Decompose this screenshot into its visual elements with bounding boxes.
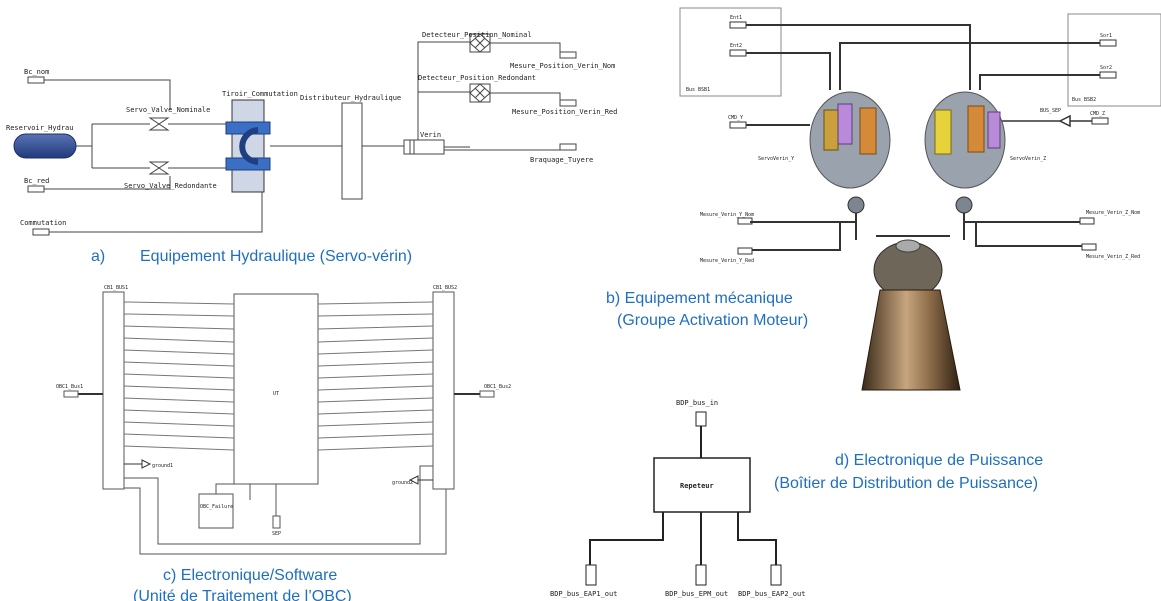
label-bus-bsb2: Bus BSB2	[1072, 97, 1096, 103]
port-cmd-z	[1092, 118, 1108, 124]
braquage-port	[560, 144, 576, 150]
caption-a-letter: a)	[91, 248, 105, 265]
tiroir-commutation	[232, 100, 264, 192]
label-det-nominal: Detecteur_Position_Nominal	[422, 31, 532, 39]
caption-c-line1: c) Electronique/Software	[163, 567, 337, 584]
label-tiroir: Tiroir_Commutation	[222, 90, 298, 98]
bdp-out2-port	[696, 565, 706, 585]
reservoir-tank	[14, 134, 76, 158]
bdp-out1-port	[586, 565, 596, 585]
panel-a-hydraulique	[14, 34, 576, 235]
label-cb1-bus1: CB1_BUS1	[104, 285, 128, 291]
panel-c-electronique	[64, 292, 494, 554]
label-cb1-bus2: CB1_BUS2	[433, 285, 457, 291]
label-mesure-red: Mesure_Position_Verin_Red	[512, 108, 617, 116]
label-bus-sep: BUS_SEP	[1040, 108, 1061, 114]
caption-d-line1: d) Electronique de Puissance	[835, 452, 1043, 469]
caption-c-line2: (Unité de Traitement de l’OBC)	[133, 588, 352, 601]
port-ent2	[730, 50, 746, 56]
label-det-redondant: Detecteur_Position_Redondant	[418, 74, 536, 82]
port-cmd-y	[730, 122, 746, 128]
label-servo-nominale: Servo_Valve_Nominale	[126, 106, 210, 114]
label-ent1: Ent1	[730, 15, 742, 21]
obc1-bus2-port	[480, 391, 494, 397]
servo-valve-nominale	[150, 118, 168, 130]
label-ent2: Ent2	[730, 43, 742, 49]
label-ground2: ground2	[392, 480, 413, 486]
caption-b-line2: (Groupe Activation Moteur)	[617, 312, 808, 329]
mesure-nom-port	[560, 52, 576, 58]
port-sor2	[1100, 72, 1116, 78]
servo-valve-redondante	[150, 162, 168, 174]
label-reservoir: Reservoir_Hydrau	[6, 124, 73, 132]
cb1-bus1-block	[103, 292, 124, 489]
caption-a: Equipement Hydraulique (Servo-vérin)	[140, 248, 412, 265]
label-bc-nom: Bc_nom	[24, 68, 49, 76]
port-ent1	[730, 22, 746, 28]
obc-failure-block	[199, 494, 233, 528]
label-sor1: Sor1	[1100, 33, 1112, 39]
label-bdp-out2: BDP_bus_EPM_out	[665, 590, 728, 598]
bdp-out3-port	[771, 565, 781, 585]
bc-red-port	[28, 186, 44, 192]
bc-nom-port	[28, 77, 44, 83]
servo-verin-y	[810, 92, 890, 213]
obc1-bus1-port	[64, 391, 78, 397]
servo-verin-z	[925, 92, 1005, 213]
panel-d-labels: BDP_bus_in Repeteur BDP_bus_EAP1_out BDP…	[550, 399, 1043, 598]
panel-d-puissance	[586, 412, 781, 585]
label-servo-y: ServoVerin_Y	[758, 156, 794, 162]
label-mes-z-red: Mesure_Verin_Z_Red	[1086, 254, 1140, 260]
label-cmd-y: CMD_Y	[728, 115, 743, 121]
cb1-bus2-block	[433, 292, 454, 489]
label-mesure-nom: Mesure_Position_Verin_Nom	[510, 62, 615, 70]
label-sep: SEP	[272, 531, 281, 537]
label-obc-failure: OBC_Failure	[200, 504, 233, 510]
bdp-bus-in-port	[696, 412, 706, 426]
panel-a-labels: Bc_nom Reservoir_Hydrau Servo_Valve_Nomi…	[6, 31, 617, 265]
label-bus-bsb1: Bus BSB1	[686, 87, 710, 93]
label-distributeur: Distributeur_Hydraulique	[300, 94, 401, 102]
bus-bsb2-box	[1068, 14, 1161, 106]
commutation-port	[33, 229, 49, 235]
label-cmd-z: CMD_Z	[1090, 111, 1105, 117]
label-obc1-bus1: OBC1_Bus1	[56, 384, 83, 390]
label-bc-red: Bc_red	[24, 177, 49, 185]
label-bdp-out1: BDP_bus_EAP1_out	[550, 590, 617, 598]
label-verin: Verin	[420, 131, 441, 139]
label-bdp-bus-in: BDP_bus_in	[676, 399, 718, 407]
label-mes-y-nom: Mesure_Verin_Y_Nom	[700, 212, 754, 218]
label-ground1: ground1	[152, 463, 173, 469]
caption-b-line1: b) Equipement mécanique	[606, 290, 793, 307]
label-repeteur: Repeteur	[680, 482, 714, 490]
distributeur-hydraulique	[342, 103, 362, 199]
mesure-red-port	[560, 100, 576, 106]
label-servo-z: ServoVerin_Z	[1010, 156, 1046, 162]
label-mes-z-nom: Mesure_Verin_Z_Nom	[1086, 210, 1140, 216]
port-sor1	[1100, 40, 1116, 46]
label-servo-redondante: Servo_Valve_Redondante	[124, 182, 217, 190]
ut-block	[234, 294, 318, 484]
label-braquage: Braquage_Tuyere	[530, 156, 593, 164]
label-mes-y-red: Mesure_Verin_Y_Red	[700, 258, 754, 264]
rocket-engine-image	[862, 240, 960, 390]
caption-d-line2: (Boîtier de Distribution de Puissance)	[774, 475, 1038, 492]
panel-b-mecanique	[680, 8, 1161, 390]
label-commutation: Commutation	[20, 219, 66, 227]
sep-port	[273, 516, 280, 528]
label-sor2: Sor2	[1100, 65, 1112, 71]
label-obc1-bus2: OBC1_Bus2	[484, 384, 511, 390]
label-bdp-out3: BDP_bus_EAP2_out	[738, 590, 805, 598]
label-ut: UT	[273, 391, 279, 397]
